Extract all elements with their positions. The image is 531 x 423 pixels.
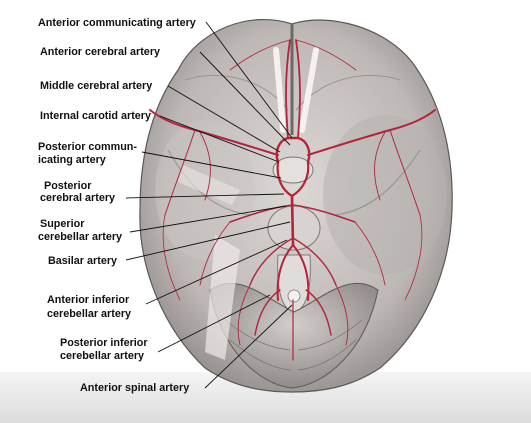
label-anterior-cerebral-artery: Anterior cerebral artery [40, 46, 160, 58]
label-posterior-cerebral-artery: Posterior cerebral artery [40, 180, 115, 204]
leader-pica [157, 294, 271, 353]
leader-ica [159, 115, 280, 163]
label-middle-cerebral-artery: Middle cerebral artery [40, 80, 152, 92]
leader-acom [205, 21, 293, 139]
leader-aica [145, 239, 288, 305]
label-internal-carotid-artery: Internal carotid artery [40, 110, 151, 122]
leader-asa [204, 304, 293, 389]
leader-pcom [141, 151, 282, 179]
leader-mca [167, 85, 281, 153]
label-anterior-inferior-cerebellar-artery: Anterior inferior cerebellar artery [47, 294, 132, 320]
label-anterior-spinal-artery: Anterior spinal artery [80, 382, 189, 394]
leader-sca [129, 205, 287, 233]
label-posterior-communicating-artery: Posterior commun- icating artery [38, 141, 140, 166]
labels: Anterior communicating artery Anterior c… [38, 17, 196, 394]
label-anterior-communicating-artery: Anterior communicating artery [38, 17, 196, 29]
label-basilar-artery: Basilar artery [48, 255, 117, 267]
label-superior-cerebellar-artery: Superior cerebellar artery [38, 218, 122, 243]
leader-pca [125, 193, 285, 199]
leader-ba [125, 221, 291, 261]
leader-aca [199, 51, 291, 146]
leader-lines [125, 21, 293, 389]
label-posterior-inferior-cerebellar-artery: Posterior inferior cerebellar artery [60, 337, 151, 362]
